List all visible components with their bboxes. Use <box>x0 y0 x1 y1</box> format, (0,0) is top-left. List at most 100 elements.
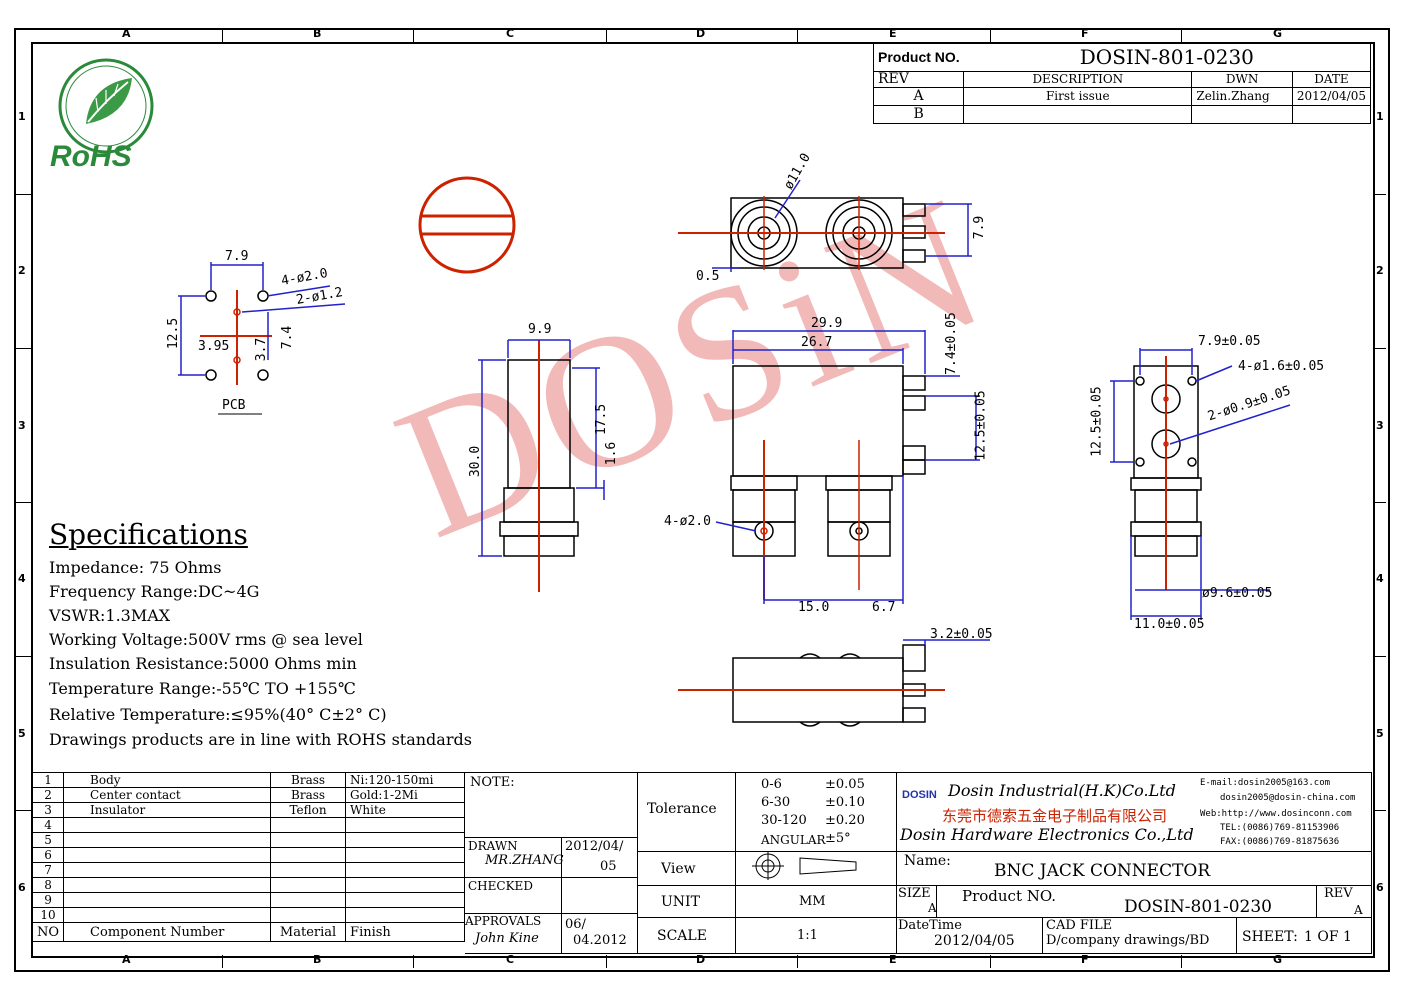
zone-column-label: E <box>889 953 897 966</box>
bom-cell-material <box>270 847 347 863</box>
bom-cell-finish: Ni:120-150mi <box>345 772 465 788</box>
tol-range: ANGULAR <box>761 833 826 847</box>
rev-label-2: REV <box>1324 886 1353 901</box>
zone-column-label: B <box>313 27 322 40</box>
projection-view-icon <box>752 852 857 880</box>
dim-front-body: 26.7 <box>801 335 833 350</box>
zone-column-label: C <box>506 27 515 40</box>
view-label: View <box>661 861 696 877</box>
scale-value: 1:1 <box>797 928 818 943</box>
zone-column-label: A <box>122 953 131 966</box>
top-view <box>678 179 972 272</box>
zone-column-label: D <box>696 27 706 40</box>
tol-range: 6-30 <box>761 795 791 810</box>
dim-pcb-height: 12.5 <box>166 317 182 350</box>
col-rev: REV <box>872 71 965 88</box>
zone-column-label: G <box>1273 953 1283 966</box>
approvals-date-2: 04.2012 <box>573 933 627 948</box>
bom-cell-component <box>63 907 272 923</box>
zone-column-label: F <box>1081 27 1089 40</box>
zone-tick <box>222 955 223 968</box>
zone-tick <box>797 30 798 42</box>
product-value-2: DOSIN-801-0230 <box>1124 897 1273 917</box>
product-label-2: Product NO. <box>962 887 1057 905</box>
col-dwn: DWN <box>1191 71 1293 88</box>
bom-cell-material <box>270 862 347 878</box>
spec-line: Frequency Range:DC~4G <box>49 582 260 601</box>
drawn-name: MR.ZHANG <box>485 853 564 868</box>
zone-column-label: B <box>313 953 322 966</box>
bom-row: 9 <box>31 892 465 908</box>
bom-cell-material <box>270 832 347 848</box>
dim-front-pin-top: 7.4±0.05 <box>943 312 959 375</box>
dim-side-height: 30.0 <box>468 445 484 478</box>
tol-value: ±0.20 <box>825 813 865 828</box>
zone-tick <box>16 502 31 503</box>
dim-pcb-spacing: 7.9 <box>225 249 249 264</box>
zone-tick <box>16 348 31 349</box>
tol-range: 0-6 <box>761 777 782 792</box>
drawn-label: DRAWN <box>468 839 518 853</box>
date-cell: 2012/04/05 <box>1291 87 1372 106</box>
bom-cell-component: Body <box>63 772 272 788</box>
drawn-date-1: 2012/04/ <box>565 839 624 854</box>
unit-label: UNIT <box>661 894 700 910</box>
approval-block: NOTE: DRAWN MR.ZHANG 2012/04/ 05 CHECKED… <box>465 772 638 954</box>
zone-row-label: 2 <box>18 264 26 277</box>
zone-row-label: 5 <box>1376 727 1384 740</box>
bom-row: 7 <box>31 862 465 878</box>
sheet-label: SHEET: <box>1242 929 1298 945</box>
checked-label: CHECKED <box>468 879 533 893</box>
scale-label: SCALE <box>657 928 707 944</box>
bom-row: 4 <box>31 817 465 833</box>
bom-cell-finish <box>345 817 465 833</box>
zone-tick <box>1373 810 1386 811</box>
zone-tick <box>1181 30 1182 42</box>
bom-cell-finish <box>345 907 465 923</box>
company-brand: DOSIN <box>902 789 937 801</box>
zone-tick <box>16 194 31 195</box>
dim-front-mount-hole: 4-ø2.0 <box>664 514 711 529</box>
side-view <box>478 339 605 592</box>
bom-cell-finish <box>345 832 465 848</box>
zone-tick <box>1373 502 1386 503</box>
dim-pcb-contact: 7.4 <box>280 325 296 350</box>
bom-cell-component: Insulator <box>63 802 272 818</box>
tol-value: ±0.10 <box>825 795 865 810</box>
drawing-inner-frame <box>31 42 1375 958</box>
bom-cell-material <box>270 892 347 908</box>
dim-top-pitch: 7.9 <box>972 215 988 240</box>
bom-cell-material: Brass <box>270 787 347 803</box>
zone-column-label: D <box>696 953 706 966</box>
zone-tick <box>413 955 414 968</box>
date-cell <box>1291 105 1372 124</box>
bom-cell-no: 2 <box>31 787 65 803</box>
zone-tick <box>1181 955 1182 968</box>
zone-row-label: 3 <box>18 419 26 432</box>
bom-cell-no: 9 <box>31 892 65 908</box>
zone-tick <box>16 656 31 657</box>
zone-tick <box>222 30 223 42</box>
bom-row: 8 <box>31 877 465 893</box>
company-email: E-mail:dosin2005@163.com <box>1200 778 1331 788</box>
zone-row-label: 2 <box>1376 264 1384 277</box>
tolerance-label: Tolerance <box>647 801 717 817</box>
unit-value: MM <box>799 894 826 909</box>
bom-cell-component <box>63 817 272 833</box>
product-no-value: DOSIN-801-0230 <box>963 43 1371 72</box>
tol-value: ±0.05 <box>825 777 865 792</box>
dim-front-pin-span: 12.5±0.05 <box>973 390 989 461</box>
zone-tick <box>797 955 798 968</box>
company-fax: FAX:(0086)769-81875636 <box>1220 837 1340 847</box>
bom-cell-no: NO <box>31 922 65 942</box>
bom-cell-finish <box>345 862 465 878</box>
company-block: DOSIN Dosin Industrial(H.K)Co.Ltd 东莞市德索五… <box>896 772 1372 954</box>
bom-cell-material: Material <box>270 922 347 942</box>
rohs-logo-text: RoHS <box>50 140 132 173</box>
bom-cell-no: 7 <box>31 862 65 878</box>
bom-cell-component <box>63 892 272 908</box>
bom-cell-component <box>63 832 272 848</box>
approvals-name: John Kine <box>475 931 539 946</box>
